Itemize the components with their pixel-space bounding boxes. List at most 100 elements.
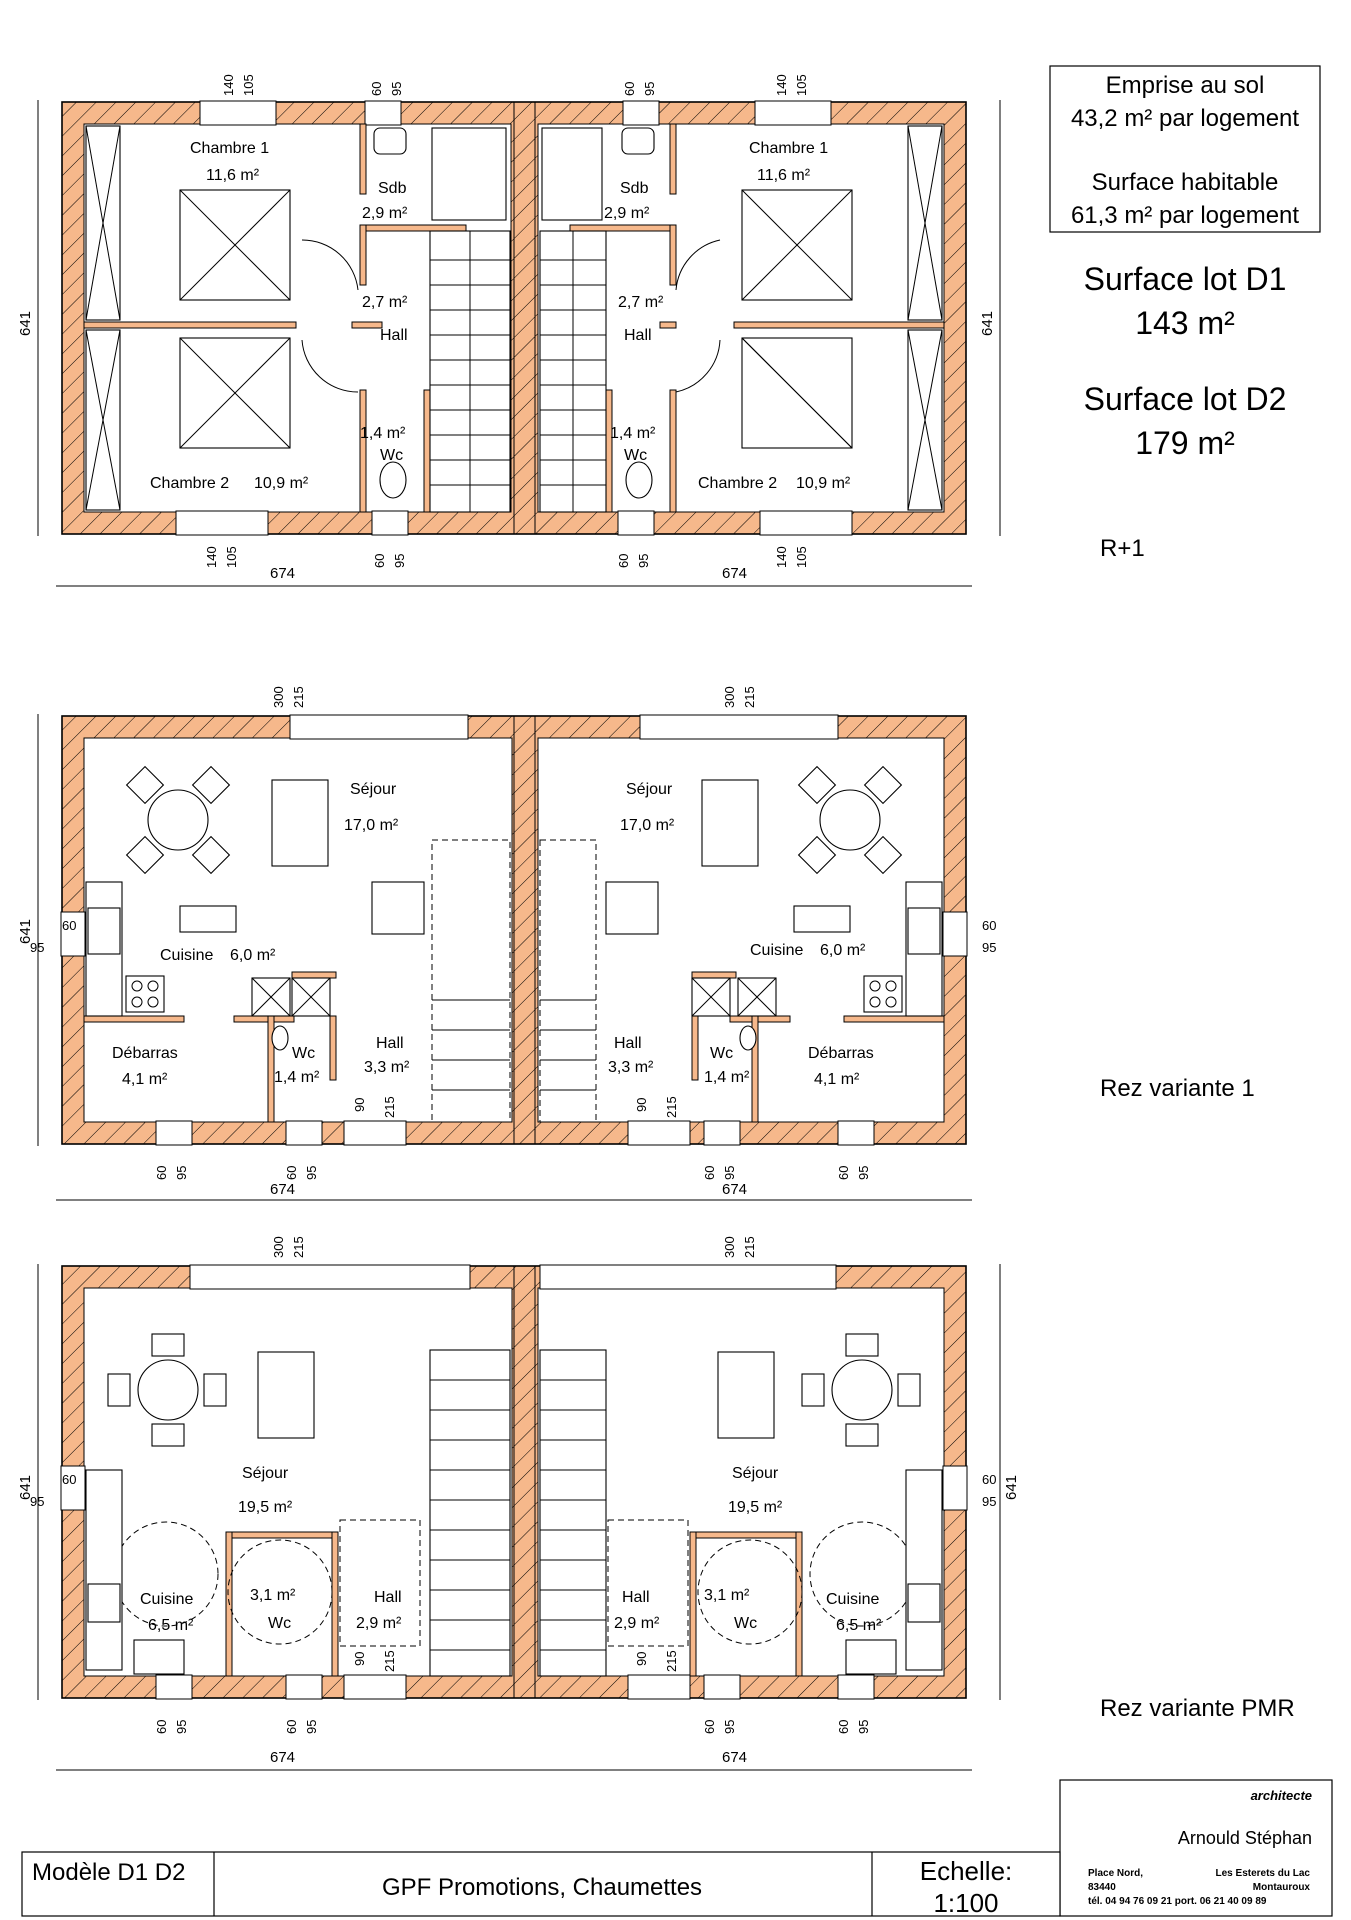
info-surface-value: 61,3 m² par logement	[1071, 202, 1299, 229]
svg-text:105: 105	[794, 546, 809, 568]
svg-text:140: 140	[774, 74, 789, 96]
svg-text:95: 95	[722, 1720, 737, 1734]
address-right-2: Montauroux	[1253, 1882, 1311, 1893]
room-label: Hall	[614, 1035, 642, 1052]
room-area: 17,0 m²	[344, 817, 399, 834]
window-v1	[942, 911, 968, 957]
room-area: 4,1 m²	[122, 1071, 168, 1088]
stair-icon	[429, 1349, 511, 1677]
partition	[359, 123, 367, 195]
entry-door	[627, 1674, 691, 1700]
svg-text:95: 95	[856, 1720, 871, 1734]
room-area: 2,7 m²	[362, 294, 408, 311]
shower-icon	[431, 127, 507, 221]
scale-label: Echelle:	[920, 1856, 1013, 1886]
room-label: Chambre 1	[190, 140, 269, 157]
window-v1	[60, 911, 86, 957]
svg-text:105: 105	[241, 74, 256, 96]
sink-icon	[87, 907, 121, 955]
washbasin-icon	[621, 127, 655, 155]
room-label: Cuisine	[750, 942, 803, 959]
room-label: Hall	[376, 1035, 404, 1052]
room-label: Cuisine	[826, 1591, 879, 1608]
room-area: 1,4 m²	[274, 1069, 320, 1086]
svg-text:95: 95	[304, 1720, 319, 1734]
svg-text:60: 60	[622, 82, 637, 96]
info-emprise-label: Emprise au sol	[1106, 72, 1265, 99]
window-upper	[364, 100, 402, 126]
svg-text:215: 215	[742, 686, 757, 708]
partition	[795, 1531, 803, 1677]
room-area: 1,4 m²	[360, 425, 406, 442]
level-label-upper: R+1	[1100, 535, 1145, 562]
svg-text:300: 300	[271, 686, 286, 708]
info-surface-label: Surface habitable	[1092, 169, 1279, 196]
level-label-ground-pmr: Rez variante PMR	[1100, 1695, 1295, 1722]
room-label: Hall	[622, 1589, 650, 1606]
window-upper	[759, 510, 853, 536]
room-area: 2,9 m²	[362, 205, 408, 222]
room-label: Chambre 2	[698, 475, 777, 492]
entry-door	[627, 1120, 691, 1146]
room-area: 6,0 m²	[230, 947, 276, 964]
room-label: Wc	[292, 1045, 315, 1062]
toilet-icon	[271, 1025, 289, 1051]
svg-text:95: 95	[982, 940, 996, 955]
window-upper	[175, 510, 269, 536]
dimension-labels-v1: 300 215 300 215 60 95 60 95 60 95 60 95 …	[17, 686, 996, 1198]
room-area: 17,0 m²	[620, 817, 675, 834]
room-label: Débarras	[112, 1045, 178, 1062]
room-area: 11,6 m²	[206, 167, 260, 184]
toilet-icon	[739, 1025, 757, 1051]
kitchen-counter	[905, 1469, 943, 1671]
window-pmr	[155, 1674, 193, 1700]
svg-text:60: 60	[836, 1166, 851, 1180]
bay-window	[289, 714, 469, 740]
upper-floor-plan: Chambre 1 11,6 m² Chambre 1 11,6 m² Cham…	[17, 74, 1001, 587]
room-area: 2,9 m²	[356, 1615, 402, 1632]
partition	[359, 224, 367, 286]
svg-text:641: 641	[17, 919, 34, 944]
svg-text:95: 95	[856, 1166, 871, 1180]
svg-text:60: 60	[154, 1720, 169, 1734]
architect-role: architecte	[1251, 1788, 1312, 1803]
svg-text:60: 60	[702, 1166, 717, 1180]
window-pmr	[837, 1674, 875, 1700]
room-label: Wc	[268, 1615, 291, 1632]
svg-text:60: 60	[369, 82, 384, 96]
window-upper	[371, 510, 409, 536]
room-area: 2,9 m²	[604, 205, 650, 222]
room-label: Séjour	[626, 781, 673, 798]
svg-text:140: 140	[221, 74, 236, 96]
room-label: Débarras	[808, 1045, 874, 1062]
door-swing-icon	[301, 239, 359, 291]
svg-text:215: 215	[382, 1650, 397, 1672]
ground-floor-pmr-plan: Séjour 19,5 m² Séjour 19,5 m² Cuisine 6,…	[17, 1236, 1020, 1771]
room-area: 6,0 m²	[820, 942, 866, 959]
stair-icon	[429, 230, 511, 513]
svg-text:674: 674	[270, 565, 295, 582]
cooktop-icon	[87, 1583, 121, 1623]
partition	[729, 1015, 791, 1023]
dimension-labels-upper: 140 105 60 95 60 95 140 105 140 105 60 9…	[17, 74, 996, 582]
svg-text:95: 95	[174, 1166, 189, 1180]
svg-text:215: 215	[291, 686, 306, 708]
svg-text:641: 641	[17, 311, 34, 336]
room-label: Sdb	[620, 180, 649, 197]
svg-text:674: 674	[722, 1749, 747, 1766]
partition	[291, 971, 337, 979]
svg-text:300: 300	[722, 1236, 737, 1258]
svg-text:215: 215	[382, 1096, 397, 1118]
sofa-icon	[257, 1351, 315, 1439]
level-label-ground-v1: Rez variante 1	[1100, 1075, 1255, 1102]
partition	[83, 321, 297, 329]
sink-icon	[133, 1639, 185, 1675]
sink-icon	[845, 1639, 897, 1675]
toilet-icon	[379, 461, 407, 499]
svg-text:60: 60	[836, 1720, 851, 1734]
architect-name: Arnould Stéphan	[1178, 1828, 1312, 1848]
partition	[83, 1015, 185, 1023]
lot-d1-value: 143 m²	[1135, 305, 1235, 341]
shower-icon	[541, 127, 603, 221]
